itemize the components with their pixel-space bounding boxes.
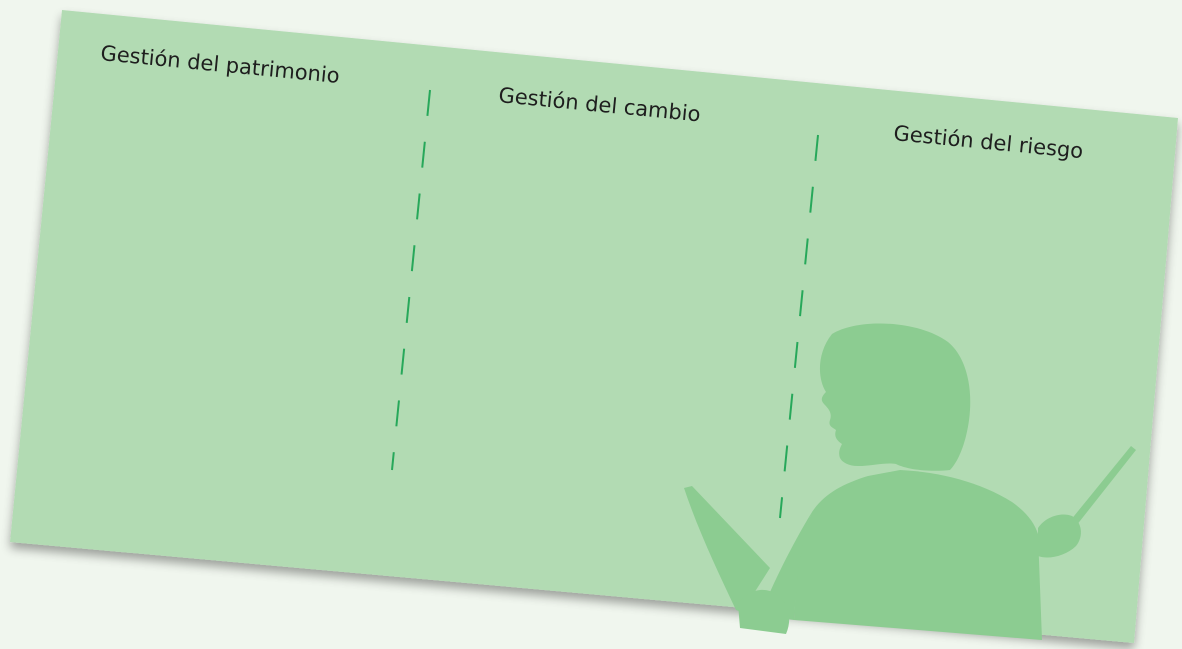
teacher-with-pointer-silhouette-icon xyxy=(684,323,1136,640)
column-divider xyxy=(391,89,431,471)
column-divider xyxy=(779,134,819,519)
